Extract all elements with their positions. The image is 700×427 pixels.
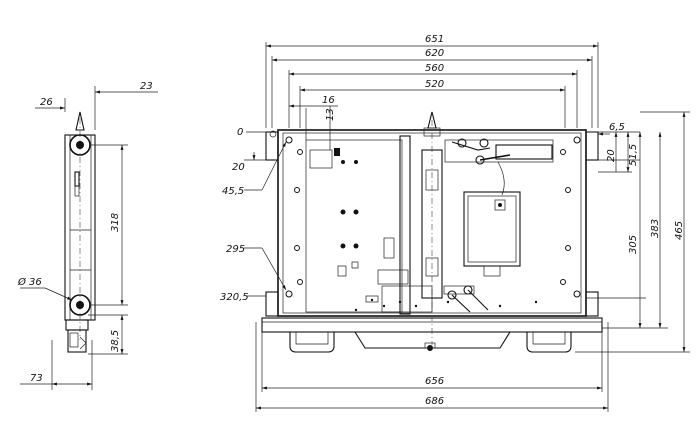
dim-20-right: 20 <box>606 149 617 162</box>
wheel-top-left <box>265 131 279 161</box>
wheel-bottom-left <box>265 291 279 317</box>
side-bottom-bracket <box>65 319 89 331</box>
front-center-tray <box>354 331 511 349</box>
front-view: 651 620 560 520 16 13 0 20 45,5 295 320,… <box>220 34 690 412</box>
dim-520: 520 <box>425 79 444 90</box>
dim-295: 295 <box>226 244 245 255</box>
wheel-bottom-right <box>585 291 599 317</box>
side-view: 26 23 318 Ø 36 38,5 73 <box>17 81 158 390</box>
dim-20-left: 20 <box>232 162 245 173</box>
dim-465: 465 <box>674 221 685 240</box>
dim-dia-36: Ø 36 <box>17 276 42 288</box>
dim-383: 383 <box>650 219 661 238</box>
dim-320-5: 320,5 <box>220 292 249 303</box>
dim-6-5: 6,5 <box>609 122 625 133</box>
dim-73: 73 <box>30 373 43 384</box>
dim-0: 0 <box>237 127 243 138</box>
dim-620: 620 <box>425 48 444 59</box>
dim-51-5: 51,5 <box>628 144 639 166</box>
dim-560: 560 <box>425 63 444 74</box>
mid-right-panel <box>463 191 521 267</box>
front-foot-right <box>526 332 572 353</box>
dim-686: 686 <box>425 396 444 407</box>
dim-23: 23 <box>140 81 153 92</box>
dim-318: 318 <box>110 213 121 232</box>
dim-305: 305 <box>628 235 639 254</box>
dim-38-5: 38,5 <box>110 330 121 352</box>
dim-26: 26 <box>40 97 53 108</box>
dim-651: 651 <box>425 34 444 45</box>
side-top-pin <box>75 111 85 131</box>
dim-656: 656 <box>425 376 444 387</box>
dim-13: 13 <box>325 108 336 121</box>
left-rail <box>399 135 411 315</box>
left-inner-plate <box>305 139 403 313</box>
dim-16: 16 <box>322 95 335 106</box>
dim-45-5: 45,5 <box>222 186 244 197</box>
front-foot-left <box>289 332 335 353</box>
wheel-top-right <box>585 131 599 161</box>
